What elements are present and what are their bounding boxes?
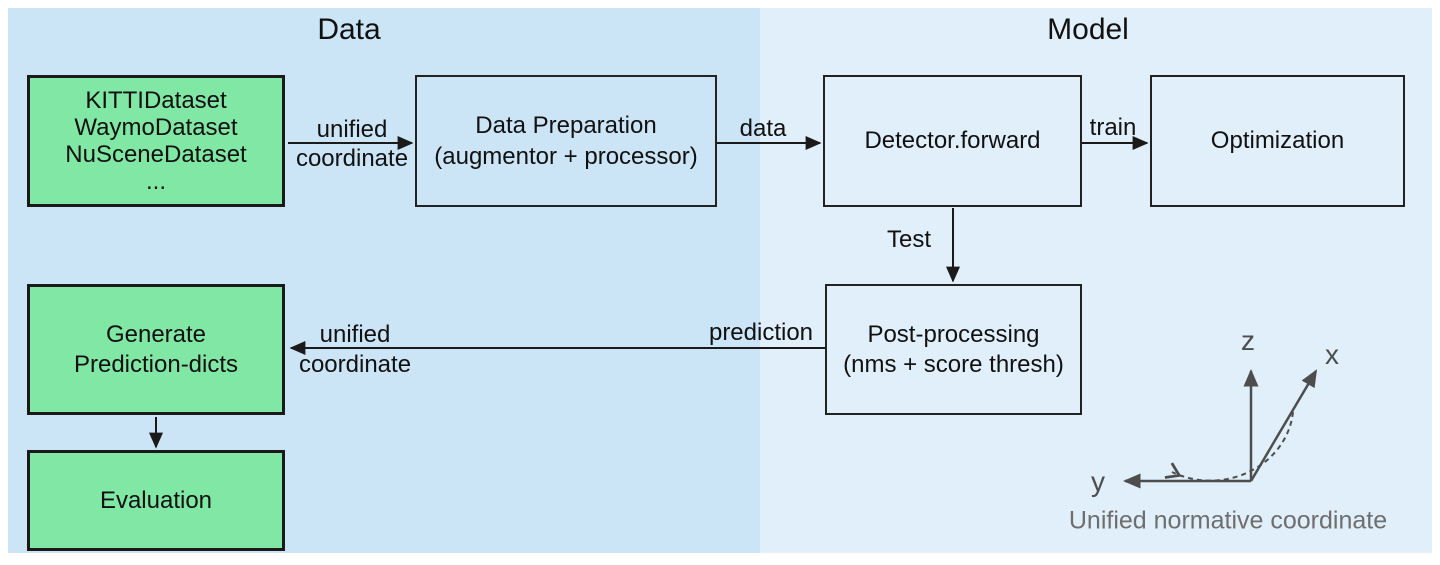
y-axis-label: y xyxy=(1091,466,1105,497)
node-line: Generate xyxy=(105,320,207,348)
x-axis-label: x xyxy=(1325,339,1339,370)
model-region-title: Model xyxy=(1047,13,1129,46)
node-line: (nms + score thresh) xyxy=(843,350,1064,378)
node-line: Optimization xyxy=(1210,127,1345,154)
edge-label-unified-coordinate-bottom: unified coordinate xyxy=(299,320,411,380)
node-line: Evaluation xyxy=(99,486,213,514)
node-line: KITTIDataset xyxy=(85,87,227,114)
node-data-preparation: Data Preparation (augmentor + processor) xyxy=(415,75,717,207)
node-evaluation: Evaluation xyxy=(27,450,285,551)
node-line: Detector.forward xyxy=(864,127,1041,154)
node-line: ... xyxy=(145,168,166,195)
node-line: (augmentor + processor) xyxy=(434,143,698,170)
node-detector-forward: Detector.forward xyxy=(823,75,1082,207)
node-line: Post-processing xyxy=(867,320,1040,348)
edge-label-prediction: prediction xyxy=(708,319,814,346)
z-axis-label: z xyxy=(1241,325,1255,356)
node-line: Prediction-dicts xyxy=(73,350,239,378)
coordinate-caption: Unified normative coordinate xyxy=(1068,506,1388,535)
node-optimization: Optimization xyxy=(1150,75,1405,207)
edge-label-line: unified xyxy=(316,116,388,143)
node-datasets: KITTIDataset WaymoDataset NuSceneDataset… xyxy=(27,75,285,207)
node-generate-prediction-dicts: Generate Prediction-dicts xyxy=(27,284,285,415)
model-region-background xyxy=(760,8,1432,553)
node-line: WaymoDataset xyxy=(74,114,238,141)
data-region-title: Data xyxy=(317,13,381,46)
edge-label-line: coordinate xyxy=(298,351,412,378)
node-line: Data Preparation xyxy=(475,112,657,139)
edge-label-train: train xyxy=(1089,114,1137,141)
edge-label-line: coordinate xyxy=(295,145,409,172)
node-post-processing: Post-processing (nms + score thresh) xyxy=(825,284,1082,415)
node-line: NuSceneDataset xyxy=(65,141,247,168)
edge-label-unified-coordinate-top: unified coordinate xyxy=(296,115,408,173)
edge-label-test: Test xyxy=(886,226,932,253)
edge-label-data: data xyxy=(739,115,787,142)
edge-label-line: unified xyxy=(319,321,391,348)
